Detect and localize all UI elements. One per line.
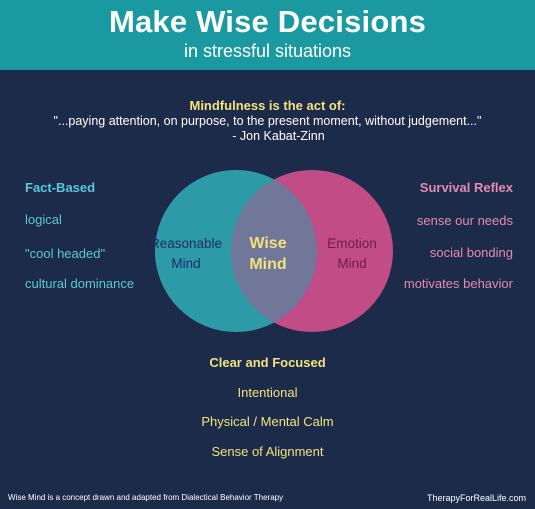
page-title: Make Wise Decisions xyxy=(108,4,427,39)
fact-based-heading: Fact-Based xyxy=(25,180,96,195)
emotion-mind-label-2: Mind xyxy=(337,256,366,271)
quote-text: "...paying attention, on purpose, to the… xyxy=(53,114,482,128)
clear-focused-item: Intentional xyxy=(237,385,298,400)
reasonable-mind-label-2: Mind xyxy=(171,256,200,271)
header-banner xyxy=(0,0,535,70)
page-subtitle: in stressful situations xyxy=(183,41,352,61)
wise-mind-label-2: Mind xyxy=(249,256,286,273)
fact-based-item: "cool headed" xyxy=(25,246,106,261)
survival-reflex-item: motivates behavior xyxy=(403,276,513,291)
footer-site: TherapyForRealLife.com xyxy=(426,493,526,503)
fact-based-item: logical xyxy=(25,212,62,227)
survival-reflex-item: sense our needs xyxy=(416,213,513,228)
wise-mind-overlap xyxy=(155,170,317,332)
survival-reflex-item: social bonding xyxy=(429,245,513,260)
clear-focused-item: Physical / Mental Calm xyxy=(201,414,334,429)
survival-reflex-heading: Survival Reflex xyxy=(419,180,513,195)
emotion-mind-label: Emotion xyxy=(327,236,377,251)
clear-focused-item: Sense of Alignment xyxy=(211,444,324,459)
footer-note: Wise Mind is a concept drawn and adapted… xyxy=(8,493,284,502)
quote-heading: Mindfulness is the act of: xyxy=(189,98,346,113)
wise-mind-label: Wise xyxy=(249,235,286,252)
quote-author: - Jon Kabat-Zinn xyxy=(232,129,325,143)
clear-focused-heading: Clear and Focused xyxy=(209,355,326,370)
fact-based-item: cultural dominance xyxy=(25,276,135,291)
reasonable-mind-label: Reasonable xyxy=(150,236,222,251)
